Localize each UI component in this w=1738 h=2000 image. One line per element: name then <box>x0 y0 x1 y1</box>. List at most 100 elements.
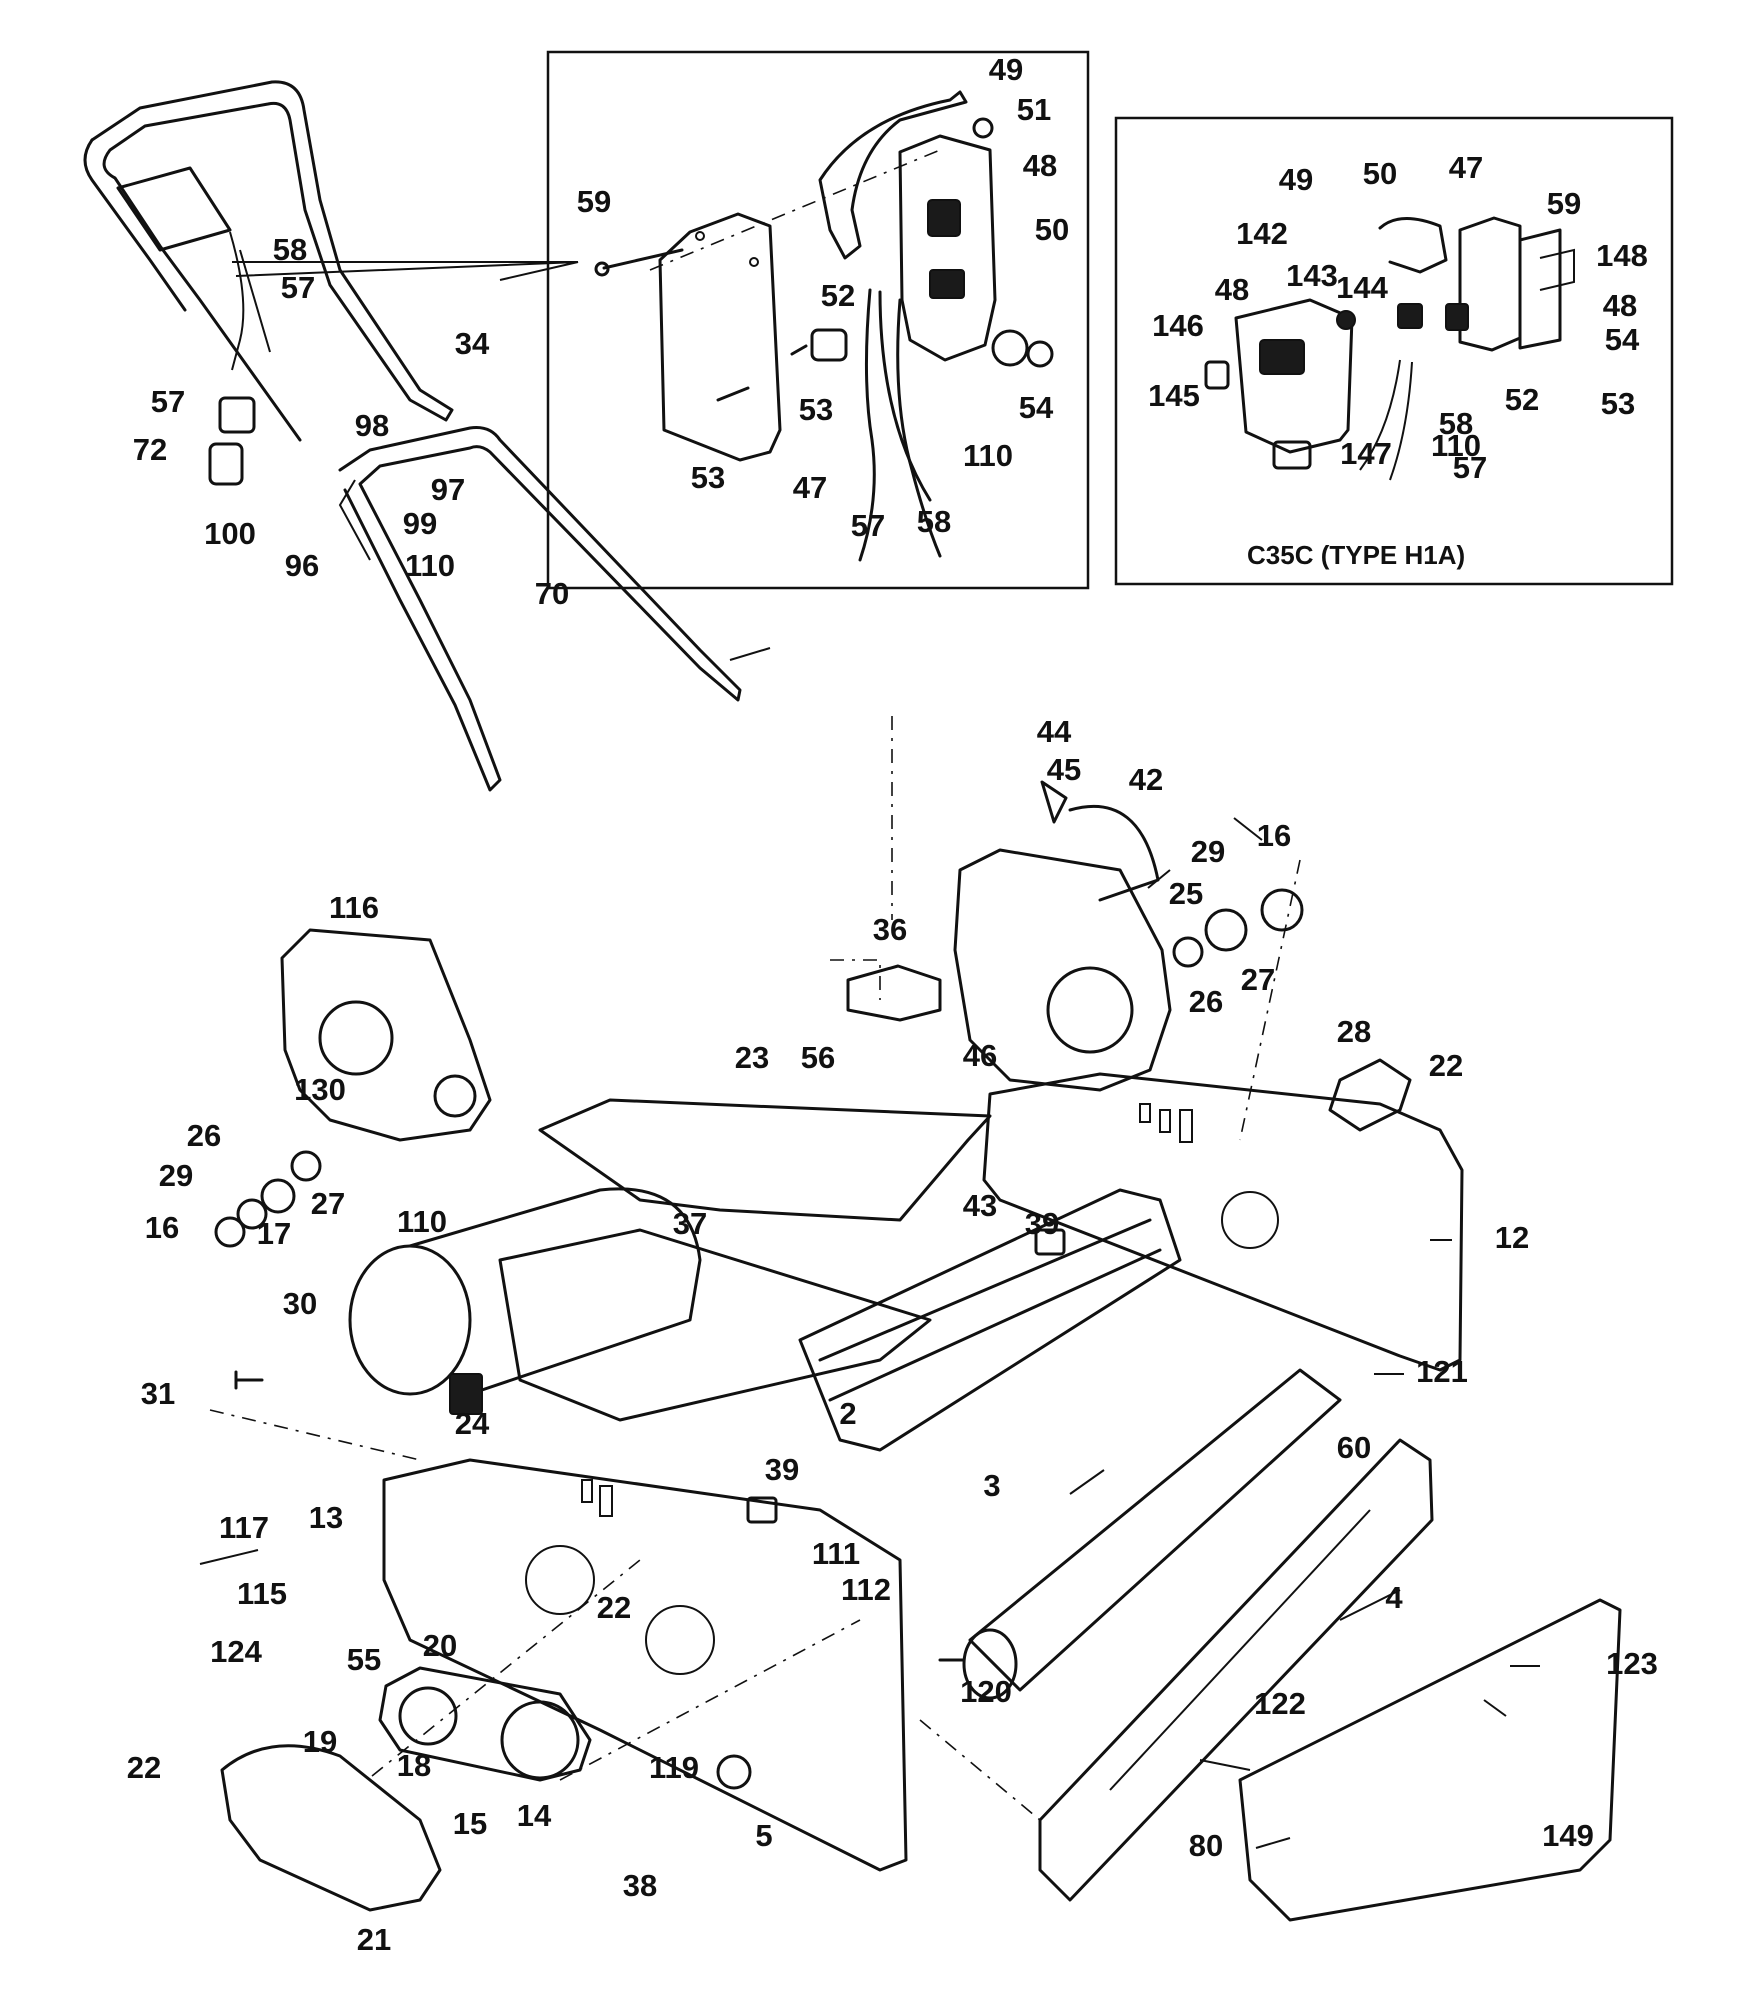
label-124: 124 <box>210 1634 262 1669</box>
axis-line-switch <box>649 149 941 271</box>
label-57-a: 57 <box>281 270 315 305</box>
switch-cables <box>858 288 942 562</box>
label-117: 117 <box>219 1510 269 1545</box>
label-47-b: 47 <box>1449 150 1483 185</box>
cable-clip-36 <box>846 964 942 1022</box>
label-99: 99 <box>403 506 437 541</box>
label-148: 148 <box>1596 238 1648 273</box>
leader-handle-switch-2 <box>235 261 579 281</box>
label-53-a: 53 <box>799 392 833 427</box>
label-29-right: 29 <box>1191 834 1225 869</box>
leader-lines <box>199 817 1540 1849</box>
axis-line-4 <box>209 1409 421 1461</box>
inset-caption: C35C (TYPE H1A) <box>1247 540 1465 570</box>
left-gear-housing-116 <box>280 928 492 1142</box>
label-50-a: 50 <box>1035 212 1069 247</box>
label-145: 145 <box>1148 378 1200 413</box>
label-119: 119 <box>649 1750 699 1785</box>
label-143: 143 <box>1286 258 1338 293</box>
left-side-panel-13 <box>382 1458 908 1872</box>
belt-guard-21 <box>220 1744 442 1912</box>
screw-59 <box>594 248 684 277</box>
label-70: 70 <box>535 576 569 611</box>
label-46: 46 <box>963 1038 997 1073</box>
label-58-b: 58 <box>917 504 951 539</box>
label-97: 97 <box>431 472 465 507</box>
right-side-panel-12 <box>982 1072 1464 1372</box>
label-36: 36 <box>873 912 907 947</box>
label-26-right: 26 <box>1189 984 1223 1019</box>
label-112: 112 <box>841 1572 891 1607</box>
label-50-b: 50 <box>1363 156 1397 191</box>
label-5: 5 <box>755 1818 772 1853</box>
label-59-b: 59 <box>1547 186 1581 221</box>
label-39-a: 39 <box>1025 1206 1059 1241</box>
label-26-left: 26 <box>187 1118 221 1153</box>
label-48-b: 48 <box>1215 272 1249 307</box>
axis-line-2 <box>830 959 881 1000</box>
label-123: 123 <box>1606 1646 1658 1681</box>
label-28: 28 <box>1337 1014 1371 1049</box>
label-44: 44 <box>1037 714 1072 749</box>
label-110-b: 110 <box>963 438 1013 473</box>
deck-plate-23 <box>498 1098 992 1422</box>
roller-121 <box>938 1368 1342 1700</box>
label-110-d: 110 <box>397 1204 447 1239</box>
terminal-52 <box>810 328 848 362</box>
label-39-b: 39 <box>765 1452 799 1487</box>
label-27-left: 27 <box>311 1186 345 1221</box>
screws-53 <box>716 344 808 402</box>
upper-handle <box>83 80 454 442</box>
label-111: 111 <box>812 1536 860 1571</box>
label-60: 60 <box>1337 1430 1371 1465</box>
cable-clamp-54 <box>991 329 1054 368</box>
label-4: 4 <box>1385 1580 1403 1615</box>
label-2: 2 <box>839 1396 856 1431</box>
label-27-right: 27 <box>1241 962 1275 997</box>
label-19: 19 <box>303 1724 337 1759</box>
axis-line-7 <box>919 1719 1041 1821</box>
label-122: 122 <box>1254 1686 1306 1721</box>
label-110-a: 110 <box>405 548 455 583</box>
label-116: 116 <box>329 890 379 925</box>
label-47-a: 47 <box>793 470 827 505</box>
label-18: 18 <box>397 1748 431 1783</box>
label-52-a: 52 <box>821 278 855 313</box>
label-147: 147 <box>1340 436 1392 471</box>
label-149: 149 <box>1542 1818 1594 1853</box>
label-58-c: 58 <box>1439 406 1473 441</box>
label-16-left: 16 <box>145 1210 179 1245</box>
label-15: 15 <box>453 1806 487 1841</box>
label-53-b: 53 <box>691 460 725 495</box>
bearing-parts-right <box>1172 888 1412 1132</box>
trigger-49 <box>818 90 968 260</box>
label-23: 23 <box>735 1040 769 1075</box>
label-56: 56 <box>801 1040 835 1075</box>
label-72: 72 <box>133 432 167 467</box>
label-30: 30 <box>283 1286 317 1321</box>
bearing-parts-left <box>214 1150 322 1248</box>
h1a-assembly <box>1204 216 1575 481</box>
label-51: 51 <box>1017 92 1051 127</box>
label-54-b: 54 <box>1605 322 1640 357</box>
label-120: 120 <box>960 1674 1012 1709</box>
switch-detail-inset <box>546 50 1090 590</box>
leader-handle-end <box>729 647 771 661</box>
axis-line-3 <box>1239 859 1301 1141</box>
label-34: 34 <box>455 326 490 361</box>
label-20: 20 <box>423 1628 457 1663</box>
nut-51 <box>972 117 994 139</box>
label-98: 98 <box>355 408 389 443</box>
small-hardware <box>234 780 1160 1790</box>
part-labels: 2 3 4 5 12 13 14 15 16 16 17 18 19 20 21… <box>127 52 1658 1957</box>
cutter-cylinder-3 <box>798 1188 1182 1452</box>
label-142: 142 <box>1236 216 1288 251</box>
label-22-b: 22 <box>597 1590 631 1625</box>
label-16-right: 16 <box>1257 818 1291 853</box>
label-12: 12 <box>1495 1220 1529 1255</box>
switch-housing-48 <box>898 134 997 362</box>
right-gear-housing-25 <box>953 848 1172 1092</box>
axis-line-5 <box>371 1559 641 1777</box>
label-144: 144 <box>1336 270 1388 305</box>
